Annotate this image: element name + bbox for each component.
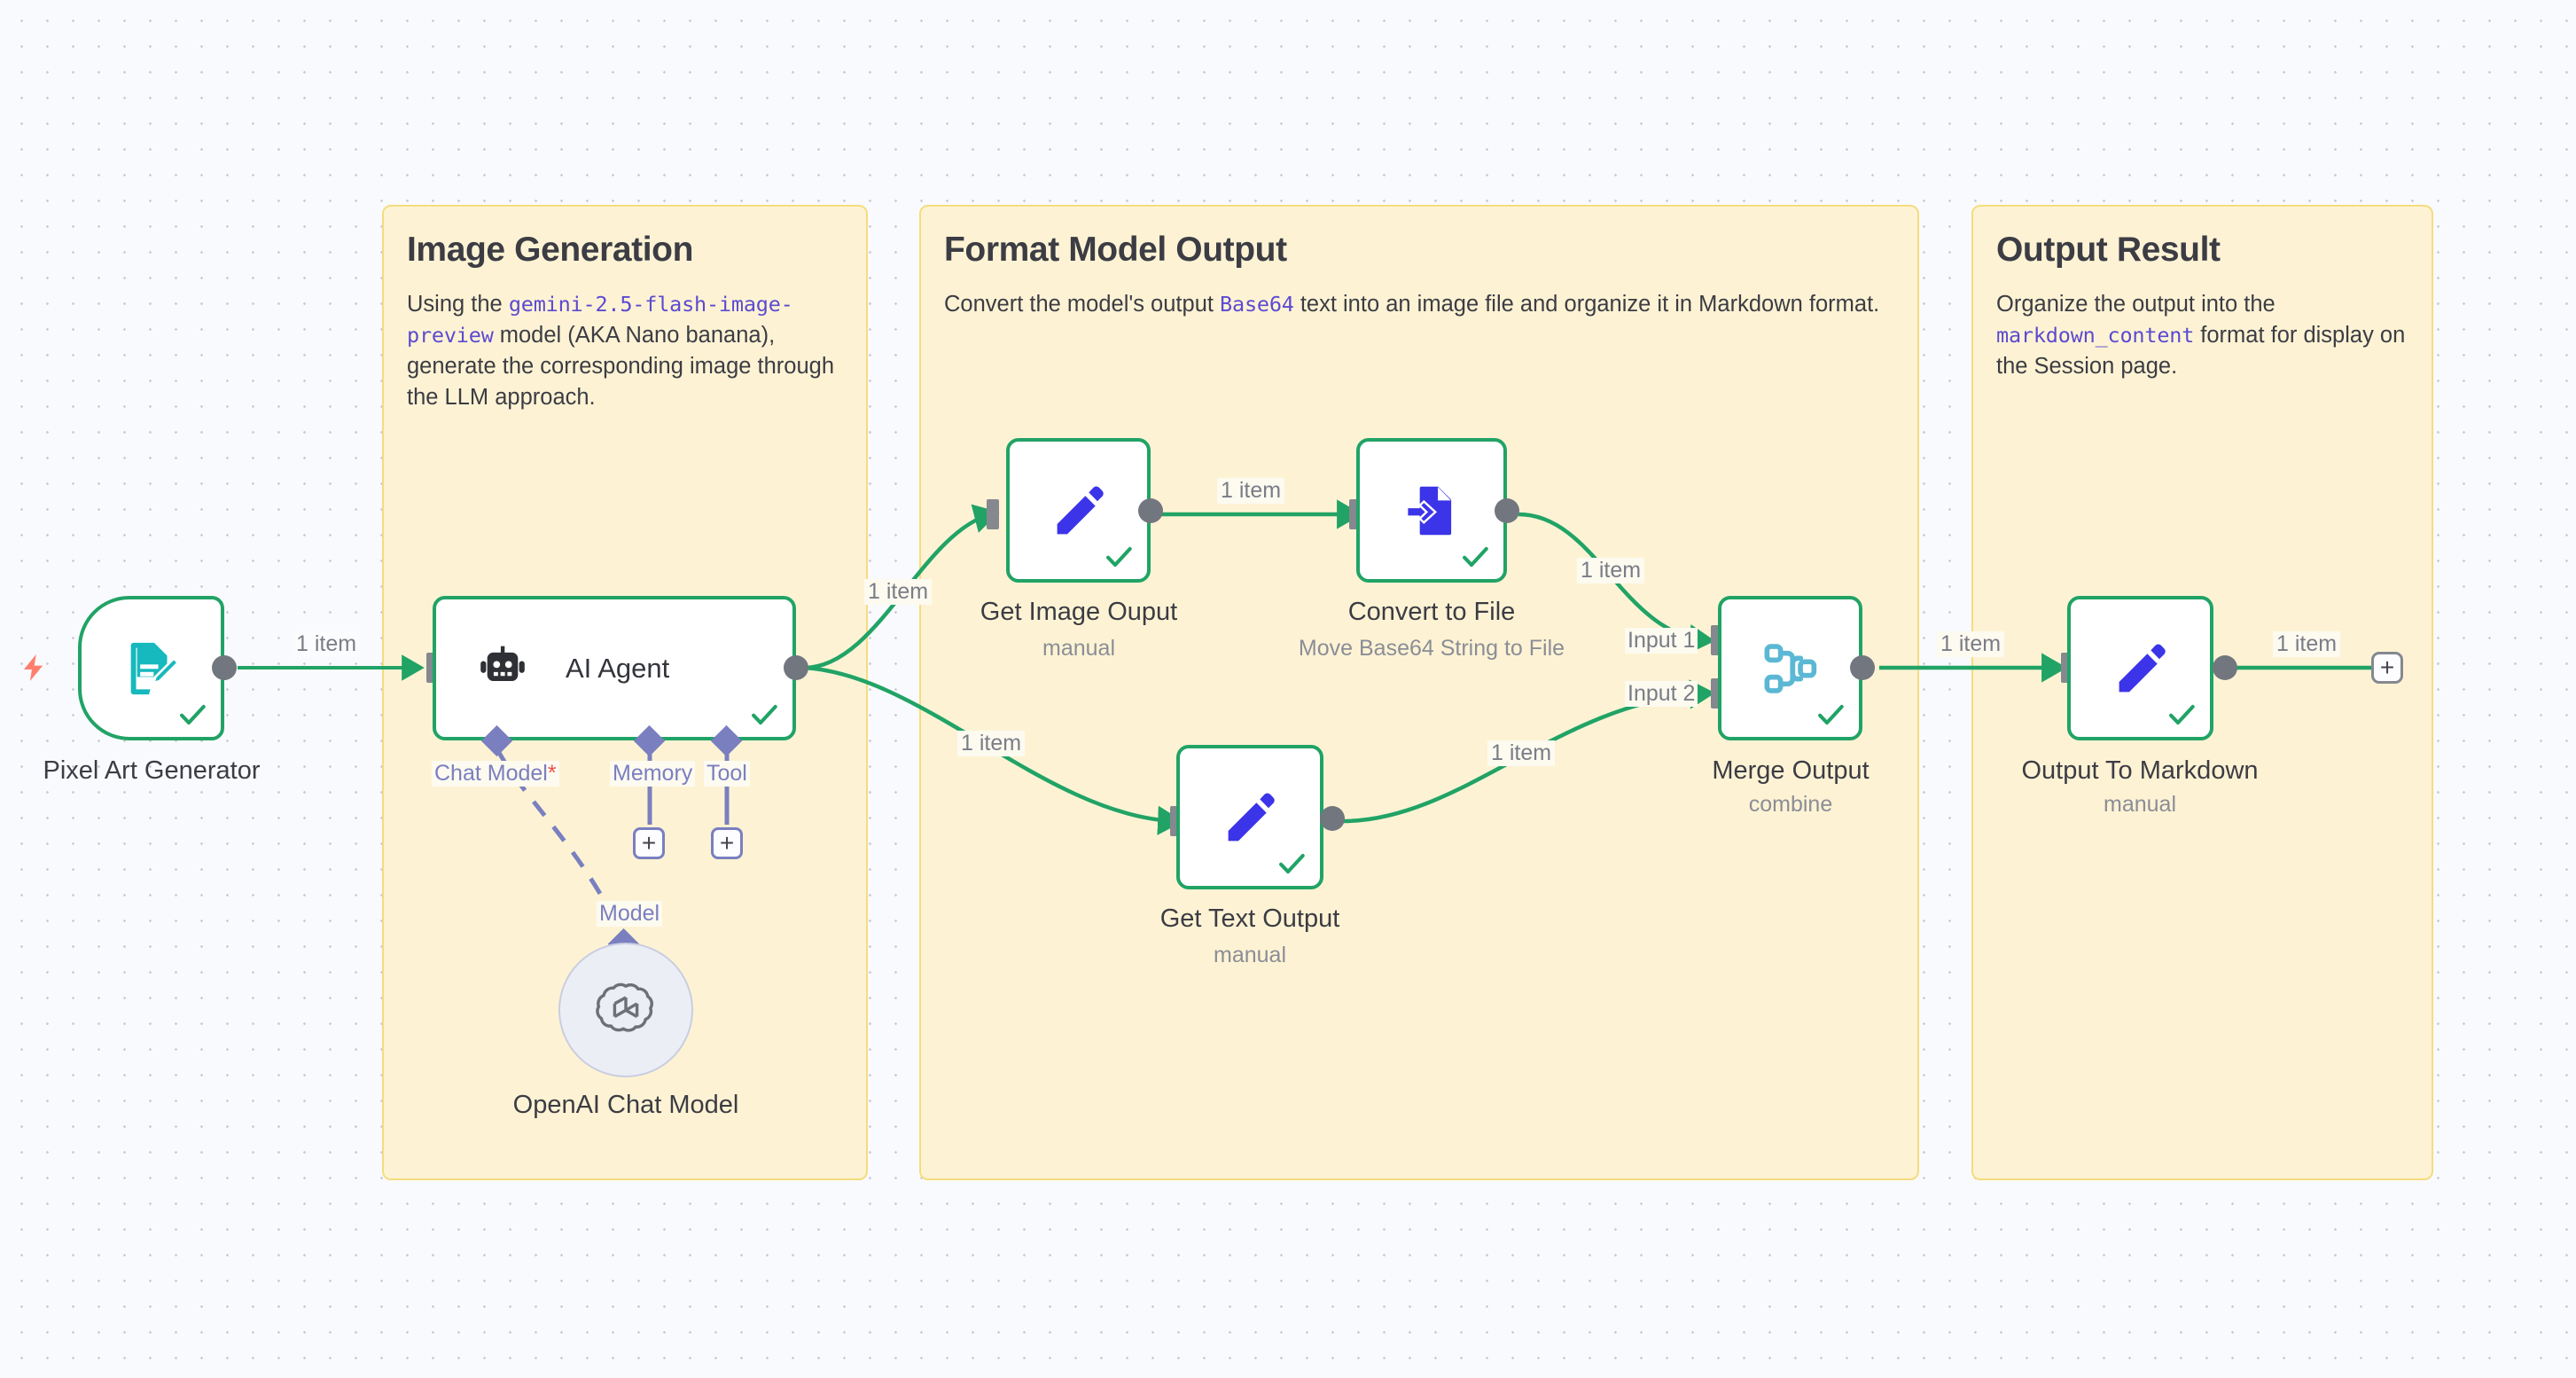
success-check-icon bbox=[1106, 546, 1132, 568]
node-get-text-output[interactable] bbox=[1176, 745, 1323, 889]
success-check-icon bbox=[1463, 546, 1488, 568]
port-label-merge-input-1: Input 1 bbox=[1625, 628, 1698, 654]
output-port-convert-to-file[interactable] bbox=[1495, 498, 1519, 523]
edge-label-merge-to-markdown: 1 item bbox=[1937, 631, 2005, 657]
node-label-get-text-output: Get Text Output bbox=[1159, 904, 1340, 933]
node-label-output-to-markdown: Output To Markdown bbox=[2021, 756, 2259, 785]
add-memory-button[interactable]: + bbox=[633, 827, 665, 859]
success-check-icon bbox=[180, 704, 206, 725]
node-merge-output[interactable] bbox=[1718, 596, 1862, 740]
code-token-base64: Base64 bbox=[1220, 291, 1294, 317]
node-label-convert-to-file: Convert to File bbox=[1347, 598, 1516, 626]
pencil-icon bbox=[1049, 481, 1109, 541]
edge-label-text-to-merge: 1 item bbox=[1487, 740, 1556, 766]
node-sublabel-output-to-markdown: manual bbox=[2104, 792, 2176, 817]
success-check-icon bbox=[1279, 853, 1305, 874]
port-label-merge-input-2: Input 2 bbox=[1625, 681, 1698, 707]
output-port-pixel-art-generator[interactable] bbox=[212, 655, 237, 680]
edge-label-trigger-to-agent: 1 item bbox=[293, 631, 361, 657]
success-check-icon bbox=[752, 704, 777, 725]
node-sublabel-get-text-output: manual bbox=[1214, 943, 1286, 967]
node-output-to-markdown[interactable] bbox=[2067, 596, 2213, 740]
input-port-get-image-ouput[interactable] bbox=[987, 499, 999, 529]
sub-edge-label-model: Model bbox=[597, 901, 663, 927]
node-convert-to-file[interactable] bbox=[1356, 438, 1507, 583]
sub-connector-label-tool: Tool bbox=[704, 761, 750, 787]
output-port-get-text-output[interactable] bbox=[1320, 806, 1345, 831]
pencil-icon bbox=[2111, 638, 2171, 699]
edge-label-agent-to-text: 1 item bbox=[957, 731, 1026, 756]
node-label-openai-chat-model: OpenAI Chat Model bbox=[512, 1091, 739, 1119]
node-label-get-image-ouput: Get Image Ouput bbox=[980, 598, 1178, 626]
sub-connector-label-memory: Memory bbox=[610, 761, 696, 787]
node-openai-chat-model[interactable] bbox=[558, 943, 693, 1077]
code-token-model: gemini-2.5-flash-image-preview bbox=[407, 291, 793, 348]
openai-icon bbox=[596, 983, 653, 1032]
node-sublabel-get-image-ouput: manual bbox=[1042, 636, 1115, 661]
pencil-icon bbox=[1220, 787, 1280, 848]
file-import-icon bbox=[1401, 481, 1462, 541]
required-asterisk: * bbox=[547, 761, 557, 786]
node-get-image-ouput[interactable] bbox=[1006, 438, 1151, 583]
sticky-title: Output Result bbox=[1996, 231, 2221, 269]
node-label-pixel-art-generator: Pixel Art Generator bbox=[43, 756, 261, 785]
sticky-body: Convert the model's output Base64 text i… bbox=[944, 291, 1880, 317]
edge-label-image-to-convert: 1 item bbox=[1217, 478, 1285, 504]
edge-label-markdown-to-plus: 1 item bbox=[2273, 631, 2341, 657]
success-check-icon bbox=[2169, 704, 2195, 725]
node-title-ai-agent: AI Agent bbox=[566, 652, 670, 684]
edge-label-convert-to-merge: 1 item bbox=[1577, 558, 1645, 583]
output-port-get-image-ouput[interactable] bbox=[1138, 498, 1163, 523]
sticky-title: Format Model Output bbox=[944, 231, 1287, 269]
node-sublabel-convert-to-file: Move Base64 String to File bbox=[1298, 636, 1565, 661]
edge-label-agent-to-image: 1 item bbox=[864, 579, 933, 605]
robot-icon bbox=[475, 641, 530, 696]
sticky-body: Using the gemini-2.5-flash-image-preview… bbox=[407, 291, 834, 411]
add-node-button[interactable]: + bbox=[2371, 652, 2403, 684]
sticky-body: Organize the output into the markdown_co… bbox=[1996, 291, 2406, 380]
sub-connector-label-chat-model: Chat Model* bbox=[432, 761, 559, 787]
success-check-icon bbox=[1818, 704, 1844, 725]
trigger-bolt-icon bbox=[18, 648, 50, 687]
node-pixel-art-generator[interactable] bbox=[78, 596, 224, 740]
output-port-ai-agent[interactable] bbox=[784, 655, 808, 680]
node-sublabel-merge-output: combine bbox=[1748, 792, 1833, 817]
form-edit-icon bbox=[121, 638, 183, 700]
node-label-merge-output: Merge Output bbox=[1712, 756, 1870, 785]
code-token-markdown-content: markdown_content bbox=[1996, 323, 2195, 348]
output-port-merge-output[interactable] bbox=[1850, 655, 1875, 680]
node-ai-agent[interactable]: AI Agent bbox=[433, 596, 796, 740]
sticky-title: Image Generation bbox=[407, 231, 694, 269]
merge-icon bbox=[1760, 638, 1821, 699]
add-tool-button[interactable]: + bbox=[711, 827, 743, 859]
output-port-output-to-markdown[interactable] bbox=[2213, 655, 2237, 680]
